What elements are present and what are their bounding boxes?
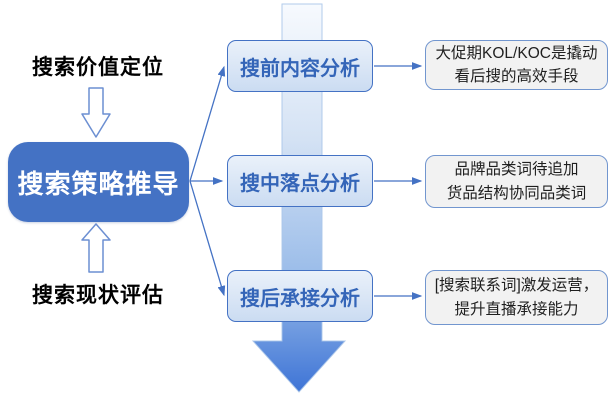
stage-box-mid-search-landing: 搜中落点分析	[227, 155, 373, 207]
connector-main-to-stage1	[189, 65, 226, 182]
insight-line: 货品结构协同品类词	[446, 184, 587, 202]
insight-line: 提升直播承接能力	[454, 300, 579, 318]
connector-main-to-stage3	[189, 180, 226, 297]
insight-box-mid-search: 品牌品类词待追加 货品结构协同品类词	[425, 155, 608, 208]
stage-box-post-search-followup: 搜后承接分析	[227, 270, 373, 322]
insight-box-post-search: [搜索联系词]激发运营， 提升直播承接能力	[425, 270, 608, 325]
stage-box-pre-search-content: 搜前内容分析	[227, 40, 373, 92]
insight-line: [搜索联系词]激发运营，	[434, 277, 599, 295]
insight-line: 大促期KOL/KOC是撬动	[435, 44, 598, 62]
down-arrow-icon	[81, 87, 111, 138]
label-search-value-positioning: 搜索价值定位	[32, 56, 164, 79]
insight-line: 看后搜的高效手段	[454, 68, 579, 85]
insight-box-pre-search: 大促期KOL/KOC是撬动 看后搜的高效手段	[425, 40, 608, 90]
insight-line: 品牌品类词待追加	[454, 161, 579, 179]
label-search-status-assessment: 搜索现状评估	[32, 284, 164, 307]
up-arrow-icon	[81, 223, 111, 273]
main-box-search-strategy: 搜索策略推导	[8, 142, 189, 222]
